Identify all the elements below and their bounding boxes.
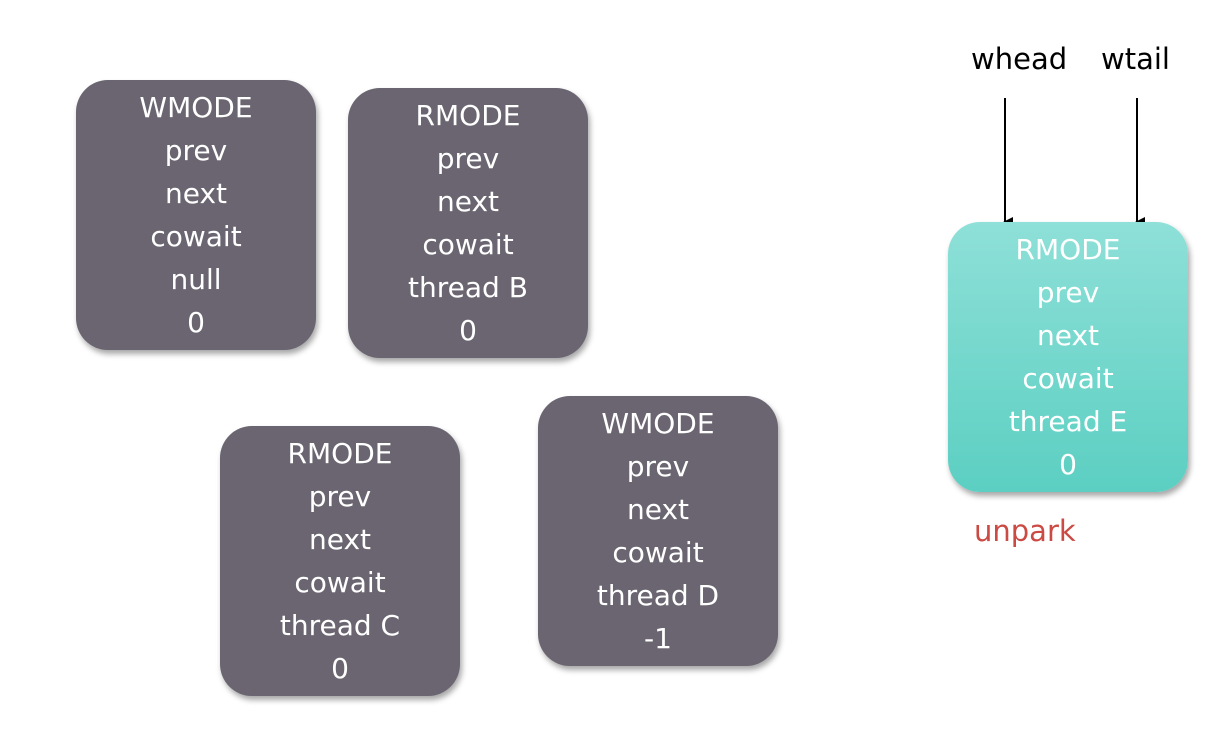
unpark-annotation: unpark	[974, 514, 1076, 548]
node-mode: RMODE	[287, 437, 393, 470]
node-thread: thread B	[408, 271, 528, 304]
node-mode: RMODE	[1015, 233, 1121, 266]
node-next-field: next	[308, 523, 372, 556]
node-thread-a: WMODE prev next cowait null 0	[76, 80, 316, 350]
node-mode: WMODE	[601, 407, 715, 440]
node-thread: thread D	[596, 579, 720, 612]
node-status: 0	[1059, 448, 1077, 481]
node-next-field: next	[1036, 319, 1100, 352]
node-thread-c: RMODE prev next cowait thread C 0	[220, 426, 460, 696]
node-mode: WMODE	[139, 91, 253, 124]
node-cowait-field: cowait	[1022, 362, 1114, 395]
node-thread: thread C	[279, 609, 401, 642]
node-cowait-field: cowait	[294, 566, 386, 599]
whead-label: whead	[971, 42, 1068, 76]
node-thread-d: WMODE prev next cowait thread D -1	[538, 396, 778, 666]
node-prev-field: prev	[436, 142, 500, 175]
node-next-field: next	[626, 493, 690, 526]
node-cowait-field: cowait	[422, 228, 514, 261]
node-prev-field: prev	[164, 134, 228, 167]
node-prev-field: prev	[1036, 276, 1100, 309]
node-thread: null	[170, 263, 222, 296]
node-next-field: next	[164, 177, 228, 210]
node-prev-field: prev	[626, 450, 690, 483]
node-status: -1	[644, 622, 672, 655]
node-cowait-field: cowait	[612, 536, 704, 569]
node-thread-e: RMODE prev next cowait thread E 0	[948, 222, 1188, 492]
node-status: 0	[187, 306, 205, 339]
node-cowait-field: cowait	[150, 220, 242, 253]
node-status: 0	[459, 314, 477, 347]
node-next-field: next	[436, 185, 500, 218]
node-thread-b: RMODE prev next cowait thread B 0	[348, 88, 588, 358]
node-mode: RMODE	[415, 99, 521, 132]
node-prev-field: prev	[308, 480, 372, 513]
wtail-label: wtail	[1101, 42, 1170, 76]
node-thread: thread E	[1008, 405, 1128, 438]
node-status: 0	[331, 652, 349, 685]
